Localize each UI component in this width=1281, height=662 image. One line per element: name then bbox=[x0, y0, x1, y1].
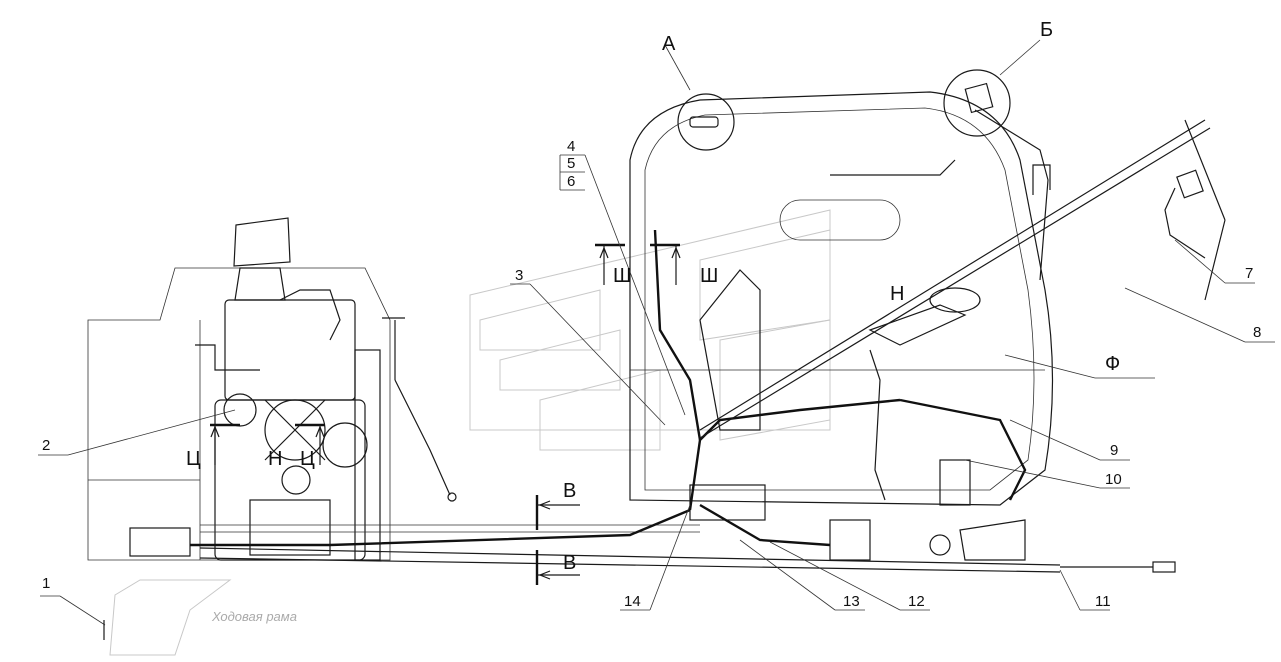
leader-lines bbox=[38, 39, 1275, 626]
callout-1: 1 bbox=[42, 575, 50, 592]
engine-compartment bbox=[87, 267, 391, 561]
detail-view-marks bbox=[677, 69, 1011, 151]
section-label-ts-left: Ц bbox=[186, 448, 201, 470]
callout-3: 3 bbox=[515, 267, 523, 284]
callout-10: 10 bbox=[1105, 471, 1122, 488]
view-label-n-engine: Н bbox=[268, 448, 282, 470]
wiring-harness bbox=[190, 109, 1226, 547]
section-label-sh-left: Ш bbox=[613, 265, 631, 287]
radiator-and-pedal bbox=[354, 317, 457, 561]
callout-11: 11 bbox=[1095, 593, 1111, 610]
callout-7: 7 bbox=[1245, 265, 1253, 282]
frame-label: Ходовая рама bbox=[211, 609, 297, 624]
frame-rails bbox=[129, 524, 1176, 573]
operator-cab bbox=[629, 91, 1054, 561]
callout-13: 13 bbox=[843, 593, 860, 610]
section-label-v-bottom: В bbox=[563, 552, 576, 574]
section-arrows bbox=[210, 243, 681, 585]
callout-4: 4 bbox=[567, 138, 575, 155]
frame-outline bbox=[103, 579, 232, 656]
view-label-b: Б bbox=[1040, 19, 1053, 41]
section-label-v-top: В bbox=[563, 480, 576, 502]
callout-2: 2 bbox=[42, 437, 50, 454]
engine bbox=[195, 217, 368, 561]
callout-8: 8 bbox=[1253, 324, 1261, 341]
callout-6: 6 bbox=[567, 173, 575, 190]
callout-9: 9 bbox=[1110, 442, 1118, 459]
watermark-logo bbox=[469, 209, 831, 451]
callout-14: 14 bbox=[624, 593, 641, 610]
callout-5: 5 bbox=[567, 155, 575, 172]
view-label-n-cab: Н bbox=[890, 283, 904, 305]
callout-12: 12 bbox=[908, 593, 925, 610]
view-label-f: Ф bbox=[1105, 353, 1120, 375]
section-label-sh-right: Ш bbox=[700, 265, 718, 287]
section-label-ts-right: Ц bbox=[300, 448, 315, 470]
view-label-a: А bbox=[662, 33, 676, 55]
